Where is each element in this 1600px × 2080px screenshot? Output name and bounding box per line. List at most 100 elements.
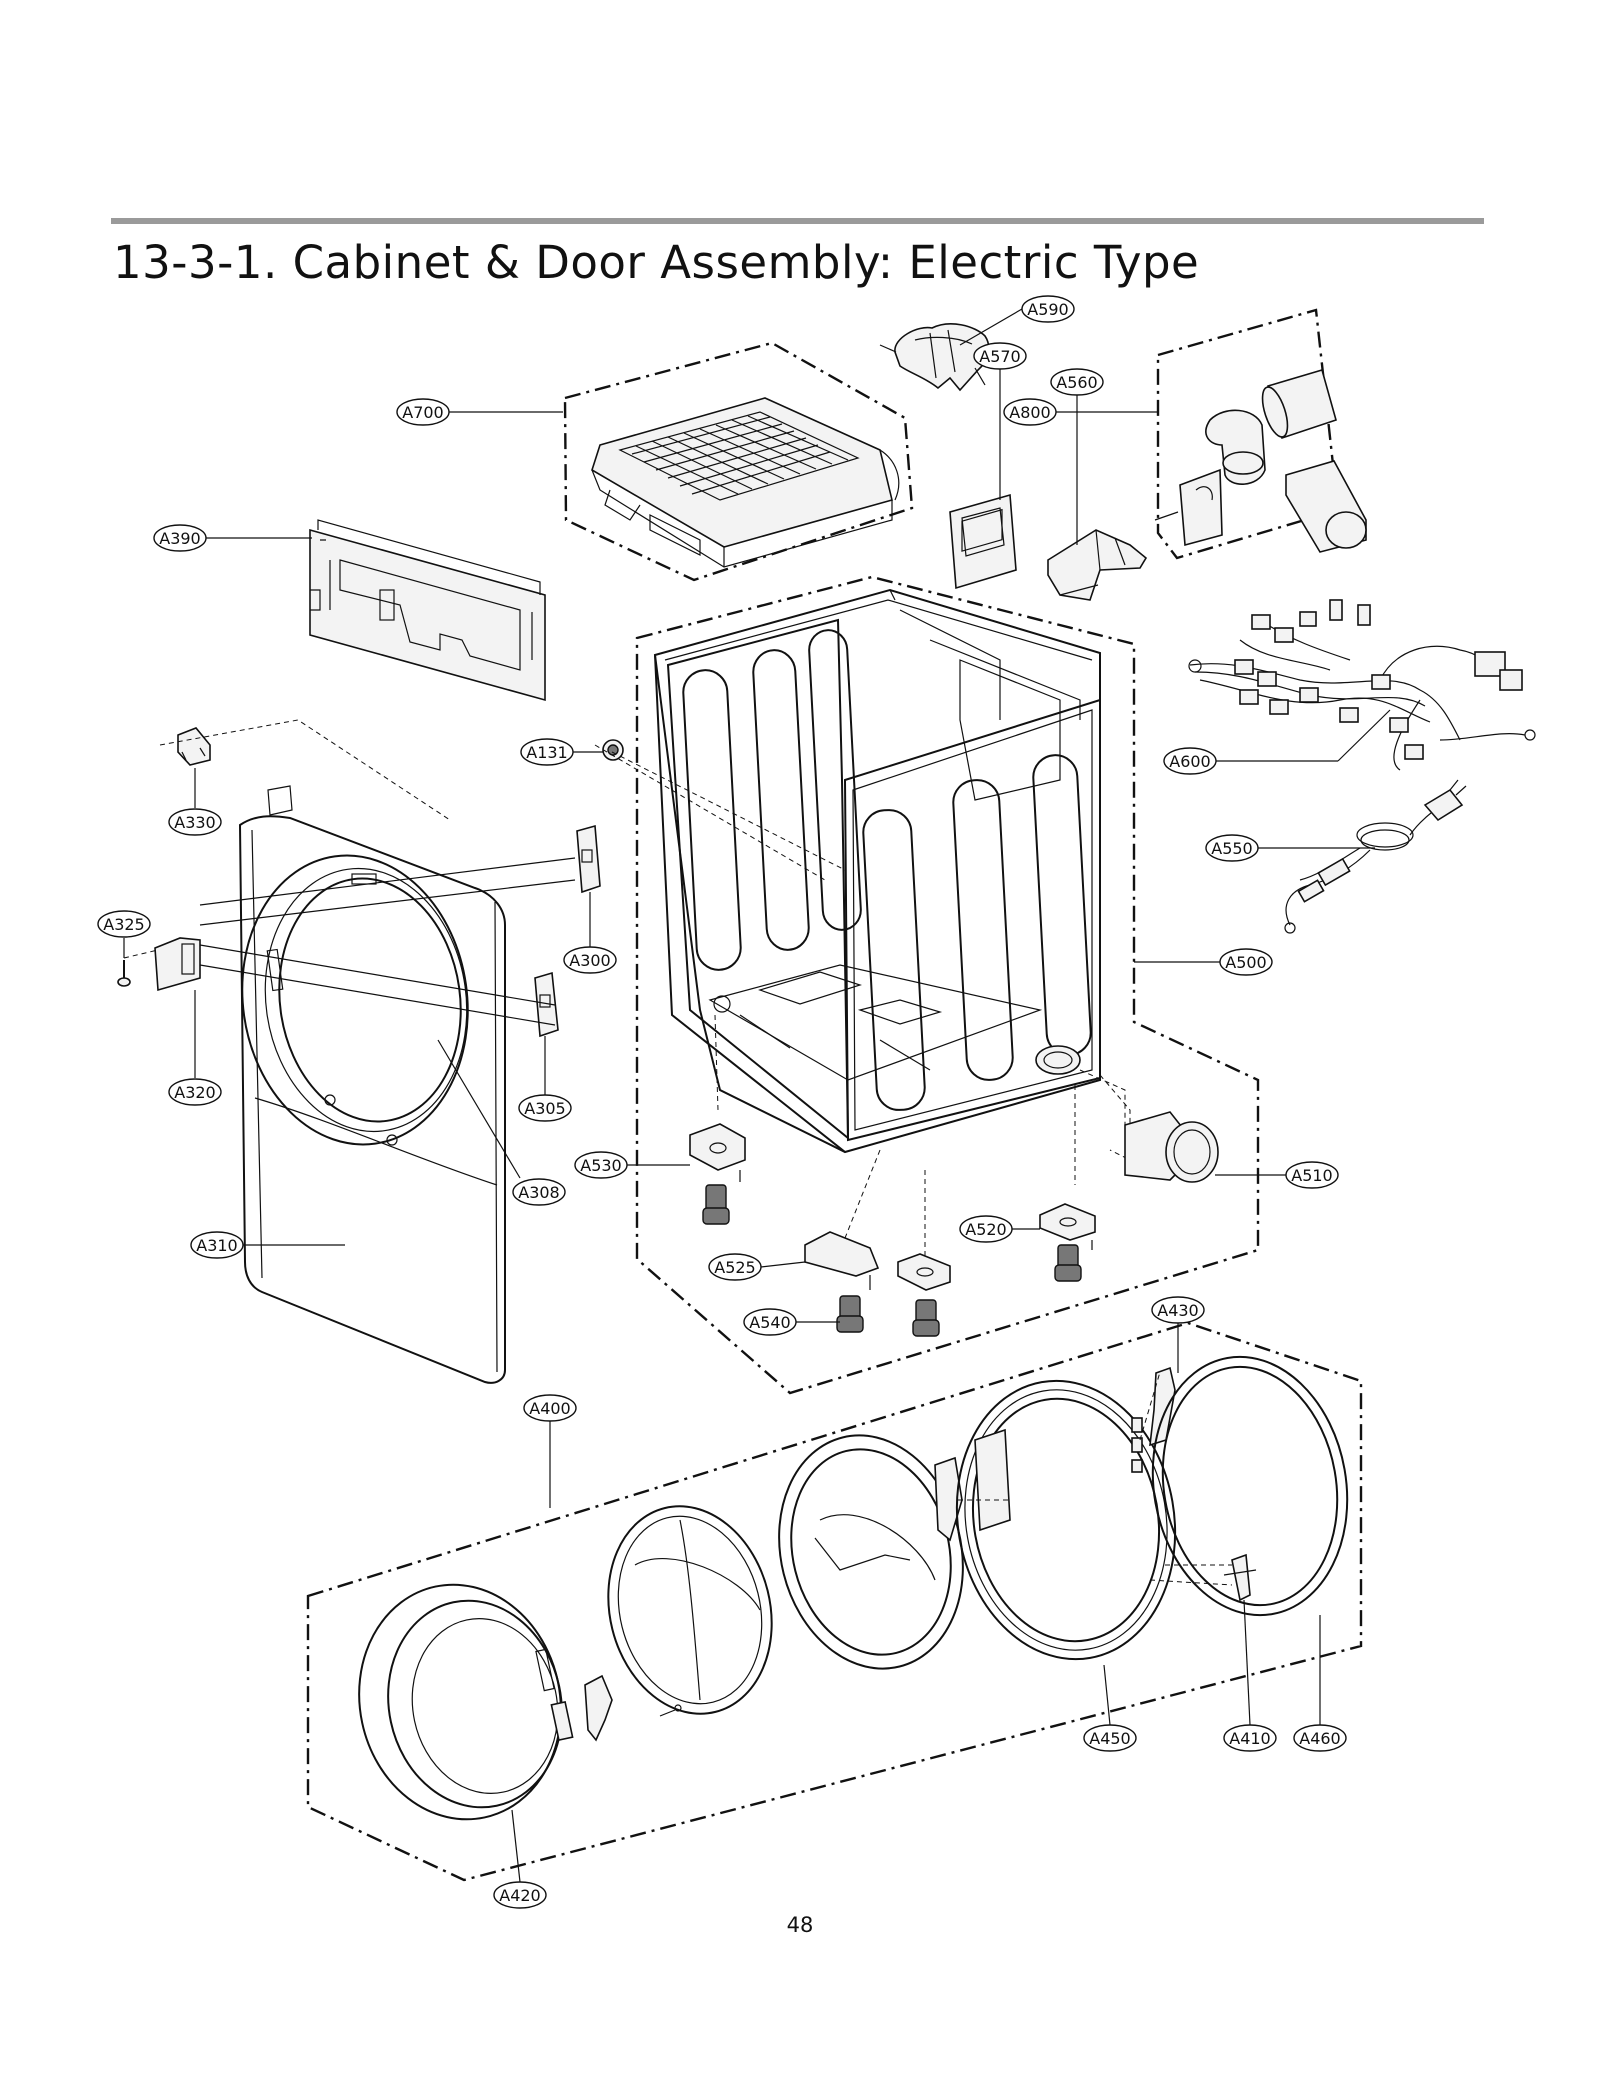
a325-part (117, 960, 131, 987)
a131-part (602, 739, 624, 761)
callout-text: A450 (1089, 1729, 1130, 1748)
a520-part (1039, 1203, 1096, 1250)
a510-part (1079, 1069, 1219, 1183)
callout-a525: A525 (708, 1253, 762, 1281)
a590-part (879, 323, 990, 392)
a310-part (238, 785, 506, 1384)
a460-part (1151, 1355, 1349, 1617)
assembly-guide-lines (123, 719, 1131, 1262)
a540-foot-2 (836, 1295, 864, 1333)
callout-a131: A131 (520, 738, 574, 766)
callout-a700: A700 (396, 398, 450, 426)
callout-text: A410 (1229, 1729, 1270, 1748)
a600-part (1188, 599, 1536, 771)
callout-a310: A310 (190, 1231, 244, 1259)
callout-a520: A520 (959, 1215, 1013, 1243)
a390-part (309, 519, 546, 702)
callout-text: A430 (1157, 1301, 1198, 1320)
callout-a325: A325 (97, 910, 151, 938)
door-glass-part (607, 1505, 773, 1715)
callout-a590: A590 (1021, 295, 1075, 323)
a550-part (1284, 779, 1467, 934)
callout-a560: A560 (1050, 368, 1104, 396)
callout-a305: A305 (518, 1094, 572, 1122)
callout-a550: A550 (1205, 834, 1259, 862)
door-bracket-part (934, 1456, 963, 1542)
callout-a410: A410 (1223, 1724, 1277, 1752)
callout-text: A570 (979, 347, 1020, 366)
door-inner-ring-part (778, 1434, 964, 1670)
callout-text: A131 (526, 743, 567, 762)
callout-text: A540 (749, 1313, 790, 1332)
a300-part (576, 824, 601, 894)
callout-text: A400 (529, 1399, 570, 1418)
callout-text: A325 (103, 915, 144, 934)
title-rule (111, 218, 1484, 224)
callout-a600: A600 (1163, 747, 1217, 775)
callout-a450: A450 (1083, 1724, 1137, 1752)
callout-text: A308 (518, 1183, 559, 1202)
callout-text: A600 (1169, 752, 1210, 771)
a500-part (653, 588, 1101, 1154)
upper-rail-lines (199, 857, 576, 1026)
callout-text: A420 (499, 1886, 540, 1905)
callout-text: A500 (1225, 953, 1266, 972)
a420-part (358, 1583, 563, 1821)
a800-group-boundary (1156, 308, 1340, 560)
callout-a800: A800 (1003, 398, 1057, 426)
callout-text: A330 (174, 813, 215, 832)
callout-text: A525 (714, 1258, 755, 1277)
a540-foot-4 (1054, 1244, 1082, 1282)
callout-a300: A300 (563, 946, 617, 974)
page-title: 13-3-1. Cabinet & Door Assembly: Electri… (113, 236, 1200, 289)
a320-part (154, 937, 201, 992)
callout-text: A390 (159, 529, 200, 548)
callout-text: A550 (1211, 839, 1252, 858)
callout-a330: A330 (168, 808, 222, 836)
page-number: 48 (786, 1913, 814, 1937)
callout-text: A590 (1027, 300, 1068, 319)
a700-group-boundary (563, 341, 914, 582)
callout-a400: A400 (523, 1394, 577, 1422)
callout-a530: A530 (574, 1151, 628, 1179)
callout-text: A310 (196, 1236, 237, 1255)
a400-group-boundary (306, 1321, 1363, 1882)
callout-a570: A570 (973, 342, 1027, 370)
callout-a430: A430 (1151, 1296, 1205, 1324)
a540-foot-1 (702, 1184, 730, 1225)
leader-lines (123, 308, 1391, 1883)
a410-part (1223, 1553, 1257, 1602)
callout-a510: A510 (1285, 1161, 1339, 1189)
a500-group-boundary (635, 575, 1260, 1395)
callout-text: A520 (965, 1220, 1006, 1239)
a560-part (1047, 529, 1148, 601)
door-handle-part (550, 1674, 682, 1742)
a430-part (1131, 1366, 1176, 1473)
callout-text: A320 (174, 1083, 215, 1102)
callout-a540: A540 (743, 1308, 797, 1336)
callout-a308: A308 (512, 1178, 566, 1206)
a570-part (949, 493, 1017, 590)
callout-a320: A320 (168, 1078, 222, 1106)
a540-foot-3 (912, 1299, 940, 1337)
callout-text: A305 (524, 1099, 565, 1118)
a330-part (177, 727, 211, 766)
callout-text: A510 (1291, 1166, 1332, 1185)
callout-text: A300 (569, 951, 610, 970)
a520-bracket-mid (897, 1253, 951, 1291)
callout-a460: A460 (1293, 1724, 1347, 1752)
a800-part (1154, 369, 1367, 553)
callout-text: A800 (1009, 403, 1050, 422)
callout-text: A460 (1299, 1729, 1340, 1748)
a305-part (534, 971, 559, 1038)
a700-part (591, 397, 900, 568)
a530-part (689, 1123, 746, 1182)
callout-a500: A500 (1219, 948, 1273, 976)
a525-part (804, 1231, 880, 1290)
callout-text: A560 (1056, 373, 1097, 392)
callout-a420: A420 (493, 1881, 547, 1909)
callout-text: A530 (580, 1156, 621, 1175)
callout-a390: A390 (153, 524, 207, 552)
